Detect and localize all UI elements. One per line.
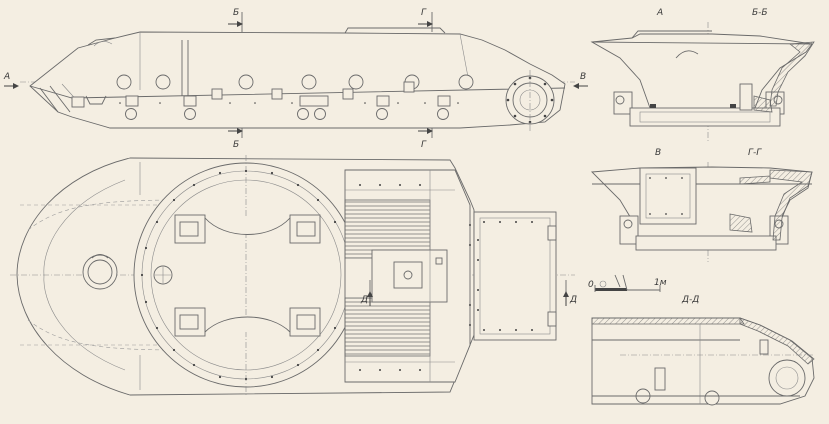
cut-g-bottom-label: Г	[421, 140, 427, 150]
scale-bar: 0 1м	[588, 274, 667, 292]
cut-d-right-label: Д	[569, 295, 577, 305]
view-arrow-a-label: А	[3, 72, 10, 82]
section-g-g-label: Г-Г	[748, 148, 762, 158]
section-v-view: В	[590, 148, 813, 262]
section-b-b-label: Б-Б	[752, 8, 768, 18]
cut-b-bottom-label: Б	[233, 140, 239, 150]
scale-one-meter-label: 1м	[654, 278, 667, 288]
section-d-d-view: Д-Д	[591, 295, 815, 406]
section-b-b-view: Б-Б	[739, 8, 815, 113]
section-d-d-label: Д-Д	[681, 295, 699, 305]
cut-b-top-label: Б	[233, 8, 239, 18]
view-arrow-v-label: В	[580, 72, 586, 82]
section-g-g-view: Г-Г	[729, 148, 813, 241]
section-a-label: А	[656, 8, 663, 18]
cut-d-left-label: Д	[360, 295, 368, 305]
plan-view: Д Д	[10, 155, 577, 396]
side-view: А Б Б Г Г В	[3, 8, 588, 150]
scale-zero-label: 0	[588, 280, 594, 290]
section-a-view: А	[590, 8, 813, 142]
section-v-label: В	[655, 148, 661, 158]
cut-g-top-label: Г	[421, 8, 427, 18]
